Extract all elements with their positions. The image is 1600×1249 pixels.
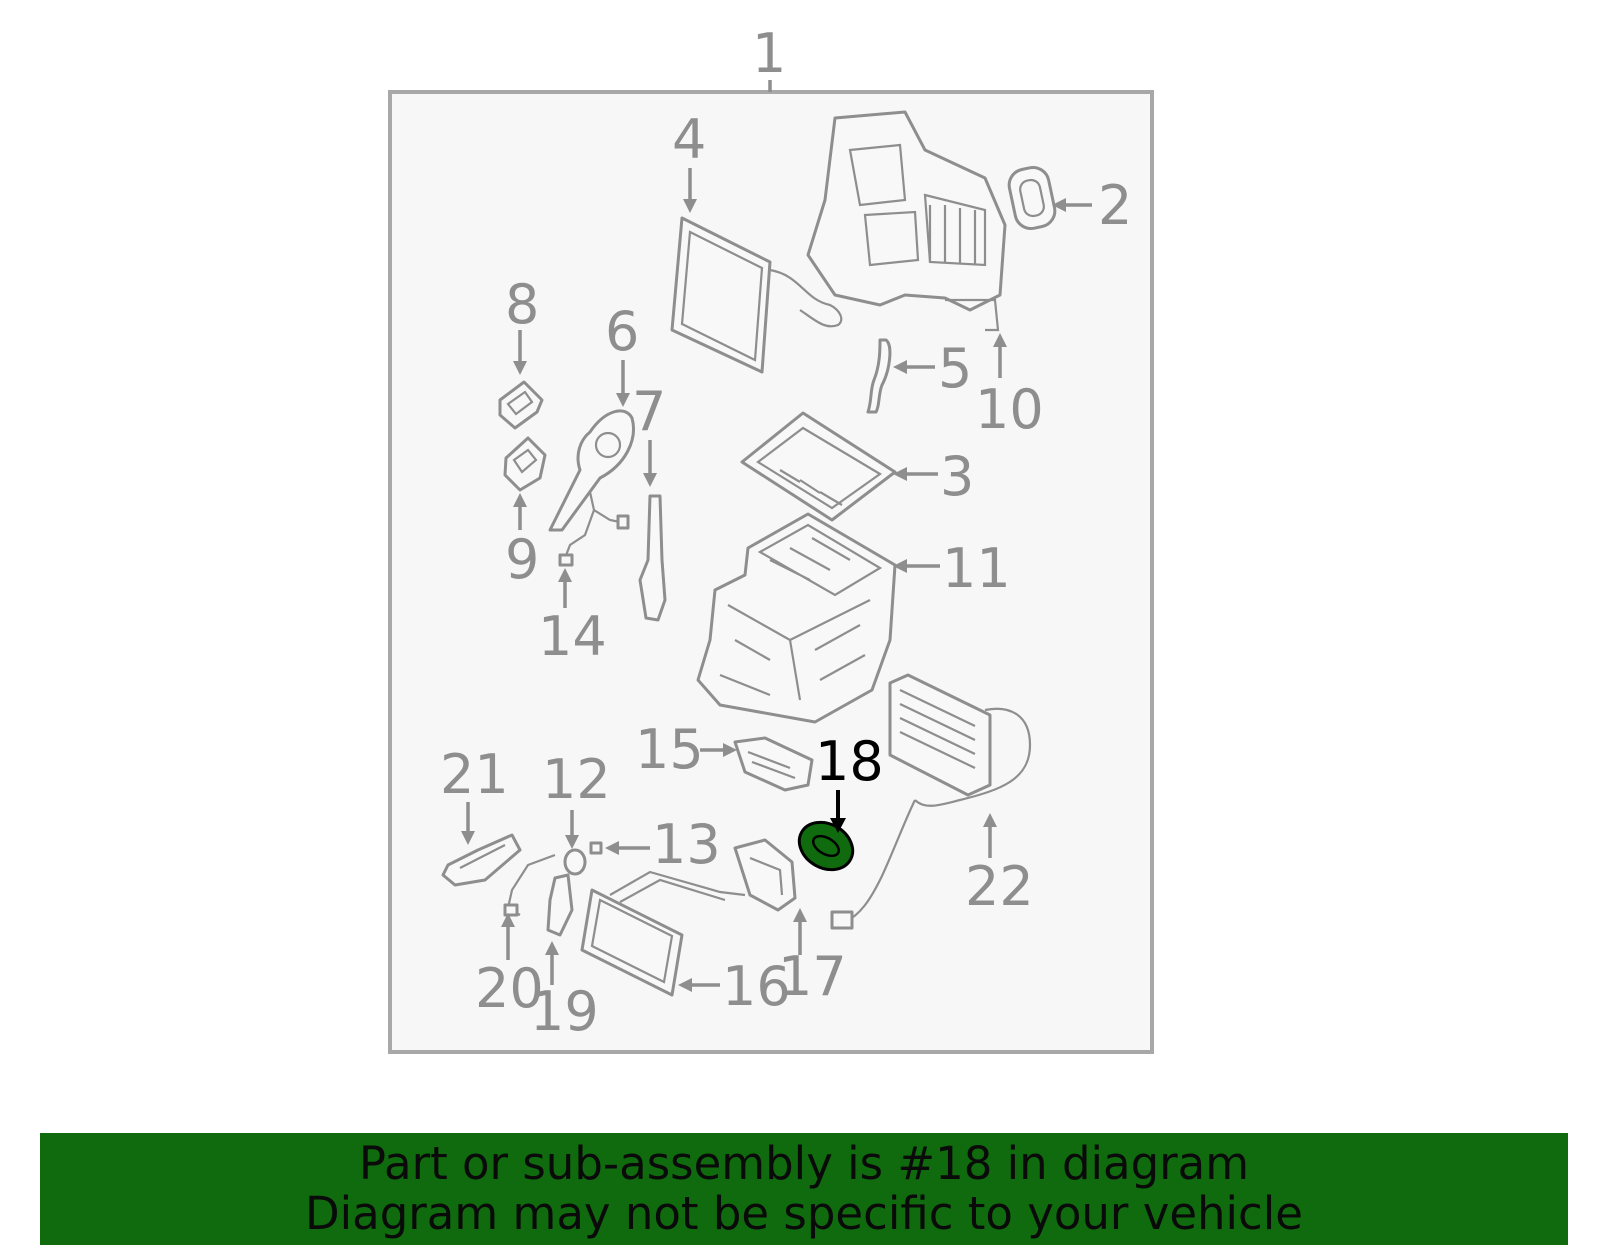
callout-1[interactable]: 1 <box>752 22 786 85</box>
part-10-case-half[interactable] <box>806 110 1007 332</box>
part-5-tube[interactable] <box>866 338 892 414</box>
callout-12[interactable]: 12 <box>542 748 611 811</box>
part-6-linkage[interactable] <box>548 409 635 532</box>
part-8-actuator[interactable] <box>498 380 544 430</box>
part-14-harness[interactable] <box>558 491 630 567</box>
callout-17[interactable]: 17 <box>778 945 847 1008</box>
callout-10[interactable]: 10 <box>975 378 1044 441</box>
part-4-evaporator[interactable] <box>670 216 843 374</box>
part-11-hvac-case[interactable] <box>696 512 897 724</box>
part-9-actuator[interactable] <box>503 436 547 492</box>
part-16-heater-core[interactable] <box>580 870 746 997</box>
callout-15[interactable]: 15 <box>635 718 704 781</box>
info-banner: Part or sub-assembly is #18 in diagram D… <box>40 1133 1568 1245</box>
part-12-clip[interactable] <box>563 848 587 876</box>
banner-line-2: Diagram may not be specific to your vehi… <box>305 1187 1303 1240</box>
callout-5[interactable]: 5 <box>938 337 972 400</box>
callout-6[interactable]: 6 <box>605 300 639 363</box>
callout-3[interactable]: 3 <box>940 445 974 508</box>
part-3-filter-cover[interactable] <box>740 411 897 522</box>
part-2-grommet[interactable] <box>1006 164 1058 231</box>
callout-19[interactable]: 19 <box>530 980 599 1043</box>
callout-4[interactable]: 4 <box>672 108 706 171</box>
part-21-bracket[interactable] <box>441 833 522 887</box>
callout-11[interactable]: 11 <box>942 537 1011 600</box>
part-20-harness[interactable] <box>503 853 556 917</box>
part-15-cover[interactable] <box>733 736 814 792</box>
callout-9[interactable]: 9 <box>505 528 539 591</box>
part-13-clip[interactable] <box>589 841 603 855</box>
callout-16[interactable]: 16 <box>722 955 791 1018</box>
callout-18[interactable]: 18 <box>815 730 884 793</box>
callout-21[interactable]: 21 <box>440 743 509 806</box>
callout-13[interactable]: 13 <box>652 813 721 876</box>
part-7-rod[interactable] <box>638 494 667 622</box>
part-19-actuator[interactable] <box>546 873 574 937</box>
part-22-blower-housing[interactable] <box>830 673 1032 930</box>
callout-14[interactable]: 14 <box>538 605 607 668</box>
callout-20[interactable]: 20 <box>475 957 544 1020</box>
banner-line-1: Part or sub-assembly is #18 in diagram <box>358 1137 1250 1190</box>
callout-22[interactable]: 22 <box>965 855 1034 918</box>
callout-2[interactable]: 2 <box>1098 174 1132 237</box>
callout-7[interactable]: 7 <box>632 380 666 443</box>
callout-8[interactable]: 8 <box>505 273 539 336</box>
part-17-cover[interactable] <box>733 838 797 912</box>
